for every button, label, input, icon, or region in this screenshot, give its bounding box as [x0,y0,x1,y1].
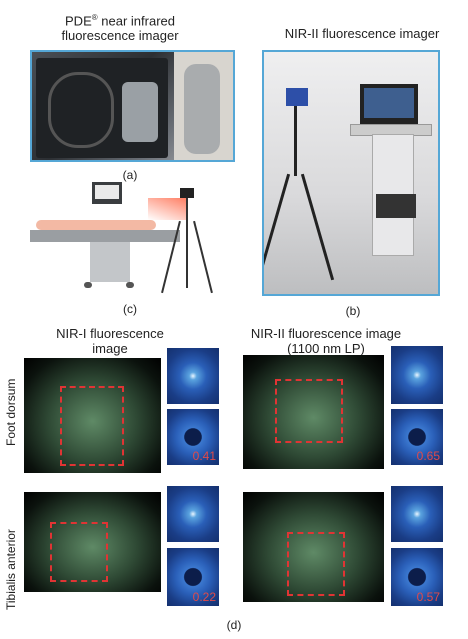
fft-spectrum [391,486,443,542]
fft-spectrum [391,346,443,404]
col2-header-line2: (1100 nm LP) [287,341,365,356]
fft-filtered: 0.57 [391,548,443,606]
table-wheel-right [126,282,134,288]
imager-body [184,64,220,154]
nir-i-tibialis-image [24,492,161,592]
panel-a-label: (a) [122,168,138,182]
tripod-stem [294,106,297,176]
patient-figure [36,220,156,230]
fft-filtered: 0.41 [167,409,219,465]
panel-a-title-line2: fluorescence imager [61,28,179,44]
fft-spectrum [167,486,219,542]
col2-header: NIR-II fluorescence image (1100 nm LP) [236,326,416,356]
monitor [92,182,122,204]
col1-header: NIR-I fluorescence image [40,326,180,356]
panel-a-title-rest: near infrared [97,13,175,29]
col2-header-line1: NIR-II fluorescence image [250,326,402,341]
pde-imager-photo [30,50,235,162]
value-r1c2: 0.65 [416,449,440,463]
tripod-center [186,198,188,288]
table-wheel-left [84,282,92,288]
panel-a-title: PDE® near infrared fluorescence imager [20,10,220,43]
laptop-display [364,88,414,118]
imager-closeup [174,52,233,160]
panel-d-label: (d) [226,618,242,632]
camera-head [180,188,194,198]
value-r2c1: 0.22 [192,590,216,604]
registered-mark: ® [91,13,98,22]
row2-label: Tibialis anterior [4,529,18,610]
exam-table-top [30,230,180,242]
roi-box [275,379,343,443]
tripod-right-leg [193,220,213,294]
value-r1c1: 0.41 [192,449,216,463]
fft-filtered: 0.22 [167,548,219,606]
panel-c-label: (c) [123,302,137,316]
monitor-screen [95,185,119,199]
row1-label: Foot dorsum [4,378,18,446]
nir-ii-foot-image [243,355,384,469]
value-r2c2: 0.57 [416,590,440,604]
roi-box [287,532,345,596]
roi-box [60,386,124,466]
handheld-camera [122,82,158,142]
nir-ii-tibialis-image [243,492,384,602]
roi-box [50,522,108,582]
nir-i-foot-image [24,358,161,473]
fft-spectrum [167,348,219,404]
tripod-leg-right [300,173,335,281]
exam-table-base [90,242,130,282]
tripod-leg-left [264,173,291,281]
setup-illustration [30,180,245,295]
panel-a-title-prefix: PDE [65,13,92,29]
fft-filtered: 0.65 [391,409,443,465]
laptop-screen [360,84,418,124]
col1-header-line1: NIR-I fluorescence [56,326,164,341]
nir-ii-camera [286,88,308,106]
panel-b-title: NIR-II fluorescence imager [284,26,440,41]
laser-beam [148,198,188,220]
cable-coil [48,72,114,148]
col1-header-line2: image [92,341,128,356]
nir-ii-imager-photo [262,50,440,296]
light-source-box [376,194,416,218]
panel-b-label: (b) [345,304,361,318]
